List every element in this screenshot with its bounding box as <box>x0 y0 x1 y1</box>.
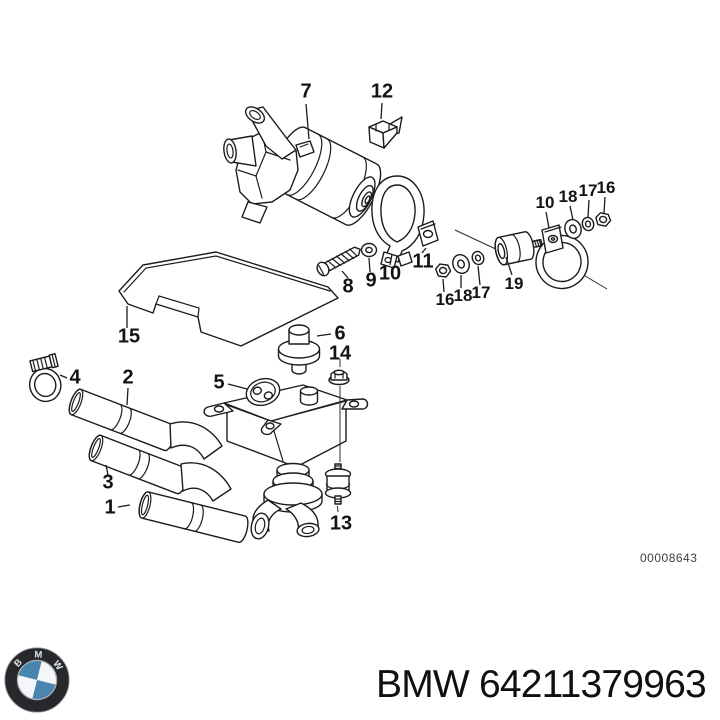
hose-3-part <box>88 434 190 495</box>
callout-mount-13: 13 <box>329 512 353 535</box>
hose-2-part <box>68 388 177 452</box>
brand-name: BMW <box>376 663 470 706</box>
callout-nut-14: 14 <box>328 342 352 365</box>
callout-washer-18-left: 18 <box>453 286 473 305</box>
callout-clamp-4: 4 <box>69 366 81 389</box>
callout-nut-16-right: 16 <box>596 178 616 197</box>
connector-tube-b <box>180 462 232 502</box>
part-title: BMW 64211379963 <box>376 663 707 707</box>
rubber-mount-part <box>324 463 352 505</box>
callout-strap-10: 10 <box>378 262 402 285</box>
right-clamp-group <box>435 212 612 290</box>
callout-hose-1: 1 <box>104 496 116 519</box>
callout-pump-7: 7 <box>300 80 312 103</box>
callout-clip-12: 12 <box>370 80 394 103</box>
callout-washer-17-right: 17 <box>578 181 598 200</box>
part-number: 64211379963 <box>478 663 707 706</box>
roundel-quadrant-blue-br <box>32 680 56 699</box>
clip-11-part <box>417 220 439 247</box>
roundel-quadrant-blue-tl <box>18 661 42 680</box>
nut-14-part <box>328 369 350 386</box>
callout-washer-9: 9 <box>365 269 377 292</box>
roundel-quadrant-white-tr <box>37 661 56 685</box>
callout-washer-18-right: 18 <box>558 187 578 206</box>
grommet-part <box>277 324 321 375</box>
callout-cover-15: 15 <box>117 325 141 348</box>
roundel-quadrant-white-bl <box>18 675 37 699</box>
roundel-letter-m: M <box>34 649 43 660</box>
callout-grommet-6: 6 <box>334 322 346 345</box>
callout-bracket-10-right: 10 <box>535 193 555 212</box>
leader-lines <box>59 102 606 508</box>
clip-12-part <box>368 116 403 149</box>
callout-hose-2: 2 <box>122 366 134 389</box>
connector-tube-a <box>169 421 223 460</box>
cover-part <box>118 251 339 347</box>
callout-hose-3: 3 <box>102 471 114 494</box>
callout-nut-16-left: 16 <box>435 290 455 309</box>
hose-1-part <box>138 491 249 543</box>
alignment-line-14-13 <box>337 359 341 513</box>
bmw-roundel-logo: B M W <box>4 647 70 713</box>
strap-group <box>316 175 439 277</box>
callout-clip-11: 11 <box>412 250 434 273</box>
screw-8-part <box>316 246 361 277</box>
roundel-quadrants <box>18 661 56 699</box>
pump-part <box>223 106 382 226</box>
callout-valve-5: 5 <box>213 371 225 394</box>
callout-screw-8: 8 <box>342 275 354 298</box>
callout-bushing-19: 19 <box>504 274 524 293</box>
hose-clamp-part <box>28 352 62 403</box>
callout-washer-17-left: 17 <box>471 283 491 302</box>
catalog-number: 00008643 <box>640 551 698 565</box>
valve-part <box>203 377 369 540</box>
